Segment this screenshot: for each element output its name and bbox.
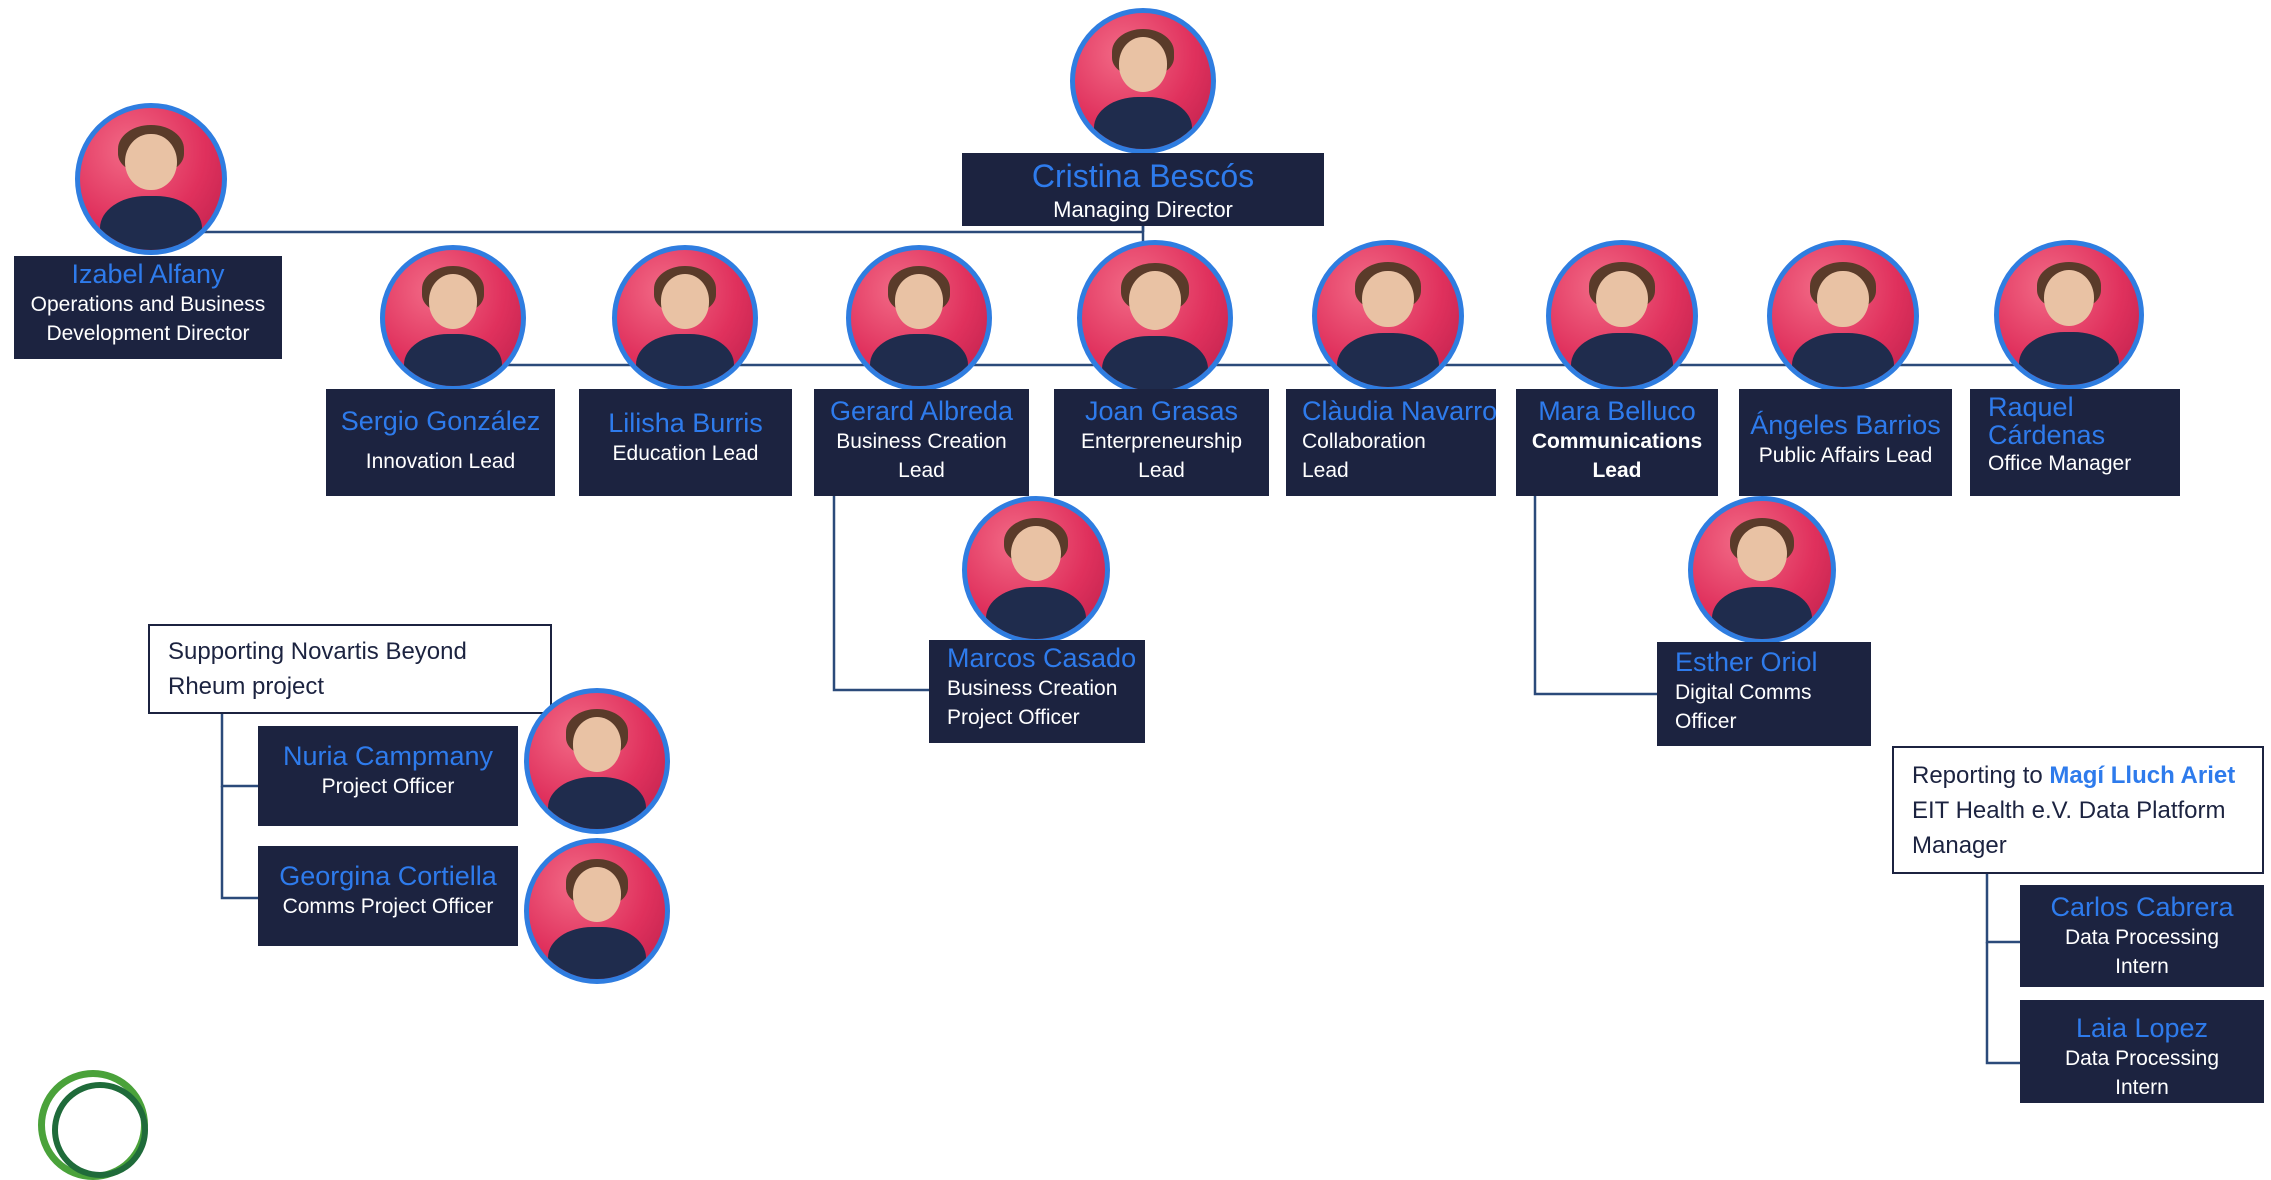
person-name: Sergio González bbox=[340, 406, 541, 436]
node-lead-public-affairs: Ángeles Barrios Public Affairs Lead bbox=[1739, 389, 1952, 496]
face-icon bbox=[572, 867, 622, 922]
node-lead-business-creation: Gerard Albreda Business Creation Lead bbox=[814, 389, 1029, 496]
body-icon bbox=[548, 927, 646, 979]
face-icon bbox=[1118, 37, 1168, 92]
person-name: Clàudia Navarro bbox=[1302, 396, 1498, 426]
avatar-nuria bbox=[524, 688, 670, 834]
body-icon bbox=[1102, 335, 1208, 391]
avatar-gerard bbox=[846, 245, 992, 391]
person-name: Nuria Campmany bbox=[282, 741, 494, 771]
body-icon bbox=[99, 196, 203, 250]
person-name: Gerard Albreda bbox=[829, 396, 1014, 426]
person-role: Collaboration Lead bbox=[1302, 430, 1426, 482]
node-lead-innovation: Sergio González Innovation Lead bbox=[326, 389, 555, 496]
body-icon bbox=[404, 334, 502, 386]
person-role: Business Creation Project Officer bbox=[947, 677, 1118, 729]
person-role: Operations and Business Development Dire… bbox=[30, 293, 266, 345]
person-name: Cristina Bescós bbox=[1031, 158, 1255, 194]
face-icon bbox=[1362, 270, 1414, 328]
person-name: Raquel Cárdenas bbox=[1988, 392, 2106, 450]
person-role: Business Creation Lead bbox=[836, 430, 1007, 482]
node-office-manager: Raquel Cárdenas Office Manager bbox=[1970, 389, 2180, 496]
node-intern-1: Carlos Cabrera Data Processing Intern bbox=[2020, 885, 2264, 987]
project-note: Supporting Novartis Beyond Rheum project bbox=[148, 624, 552, 714]
avatar-raquel bbox=[1994, 240, 2144, 390]
body-icon bbox=[1336, 333, 1440, 387]
project-note-text: Supporting Novartis Beyond Rheum project bbox=[168, 638, 467, 700]
person-name: Marcos Casado bbox=[947, 643, 1137, 673]
person-name: Joan Grasas bbox=[1084, 396, 1239, 426]
person-role: Enterpreneurship Lead bbox=[1080, 430, 1243, 482]
node-lead-collaboration: Clàudia Navarro Collaboration Lead bbox=[1286, 389, 1498, 496]
avatar-sergio bbox=[380, 245, 526, 391]
person-role: Project Officer bbox=[321, 775, 455, 798]
reporting-suffix: EIT Health e.V. Data Platform Manager bbox=[1912, 797, 2226, 859]
person-role: Comms Project Officer bbox=[282, 895, 494, 918]
face-icon bbox=[2043, 270, 2095, 327]
person-role: Data Processing Intern bbox=[2064, 926, 2220, 978]
avatar-georgina bbox=[524, 838, 670, 984]
body-icon bbox=[1570, 333, 1674, 387]
avatar-lilisha bbox=[612, 245, 758, 391]
person-role: Public Affairs Lead bbox=[1758, 444, 1933, 467]
face-icon bbox=[572, 717, 622, 772]
node-business-creation-officer: Marcos Casado Business Creation Project … bbox=[929, 640, 1145, 743]
body-icon bbox=[986, 586, 1086, 639]
node-managing-director: Cristina Bescós Managing Director bbox=[962, 153, 1324, 226]
node-digital-comms-officer: Esther Oriol Digital Comms Officer bbox=[1657, 642, 1871, 746]
avatar-mara bbox=[1546, 240, 1698, 392]
face-icon bbox=[1737, 525, 1787, 582]
face-icon bbox=[125, 133, 177, 191]
org-chart: Cristina Bescós Managing Director Izabel… bbox=[14, 8, 2264, 1180]
person-name: Esther Oriol bbox=[1675, 647, 1818, 677]
body-icon bbox=[2018, 331, 2120, 385]
face-icon bbox=[1011, 525, 1061, 582]
person-name: Georgina Cortiella bbox=[279, 861, 497, 891]
face-icon bbox=[894, 274, 944, 329]
person-name: Laia Lopez bbox=[2075, 1013, 2209, 1043]
node-lead-education: Lilisha Burris Education Lead bbox=[579, 389, 792, 496]
person-role: Education Lead bbox=[612, 442, 759, 465]
face-icon bbox=[1817, 270, 1869, 328]
person-name: Carlos Cabrera bbox=[2050, 892, 2234, 922]
body-icon bbox=[636, 334, 734, 386]
body-icon bbox=[870, 334, 968, 386]
reporting-prefix: Reporting to bbox=[1912, 762, 2050, 789]
body-icon bbox=[1791, 333, 1895, 387]
organization-logo-inner-icon bbox=[52, 1082, 148, 1178]
person-role: Digital Comms Officer bbox=[1675, 681, 1812, 733]
avatar-joan bbox=[1077, 240, 1233, 396]
person-name: Ángeles Barrios bbox=[1750, 410, 1941, 440]
person-name: Mara Belluco bbox=[1538, 396, 1696, 426]
node-lead-communications: Mara Belluco Communications Lead bbox=[1516, 389, 1718, 496]
avatar-marcos bbox=[962, 496, 1110, 644]
avatar-cristina bbox=[1070, 8, 1216, 154]
reporting-person: Magí Lluch Ariet bbox=[2049, 762, 2236, 789]
node-operations-director: Izabel Alfany Operations and Business De… bbox=[14, 256, 282, 359]
person-name: Lilisha Burris bbox=[608, 408, 763, 438]
face-icon bbox=[1128, 271, 1182, 330]
body-icon bbox=[1712, 586, 1812, 639]
reporting-note: Reporting to Magí Lluch Ariet EIT Health… bbox=[1892, 746, 2264, 874]
face-icon bbox=[1596, 270, 1648, 328]
node-intern-2: Laia Lopez Data Processing Intern bbox=[2020, 1000, 2264, 1103]
person-role: Innovation Lead bbox=[365, 450, 516, 473]
face-icon bbox=[660, 274, 710, 329]
node-project-officer: Nuria Campmany Project Officer bbox=[258, 726, 518, 826]
avatar-esther bbox=[1688, 496, 1836, 644]
body-icon bbox=[548, 777, 646, 829]
body-icon bbox=[1094, 97, 1192, 149]
person-role: Communications Lead bbox=[1531, 430, 1703, 482]
node-comms-project-officer: Georgina Cortiella Comms Project Officer bbox=[258, 846, 518, 946]
node-lead-enterpreneurship: Joan Grasas Enterpreneurship Lead bbox=[1054, 389, 1269, 496]
avatar-izabel bbox=[75, 103, 227, 255]
person-role: Managing Director bbox=[1053, 197, 1233, 222]
person-role: Data Processing Intern bbox=[2064, 1047, 2220, 1099]
face-icon bbox=[428, 274, 478, 329]
avatar-angeles bbox=[1767, 240, 1919, 392]
avatar-claudia bbox=[1312, 240, 1464, 392]
person-name: Izabel Alfany bbox=[71, 259, 225, 289]
person-role: Office Manager bbox=[1988, 452, 2132, 475]
